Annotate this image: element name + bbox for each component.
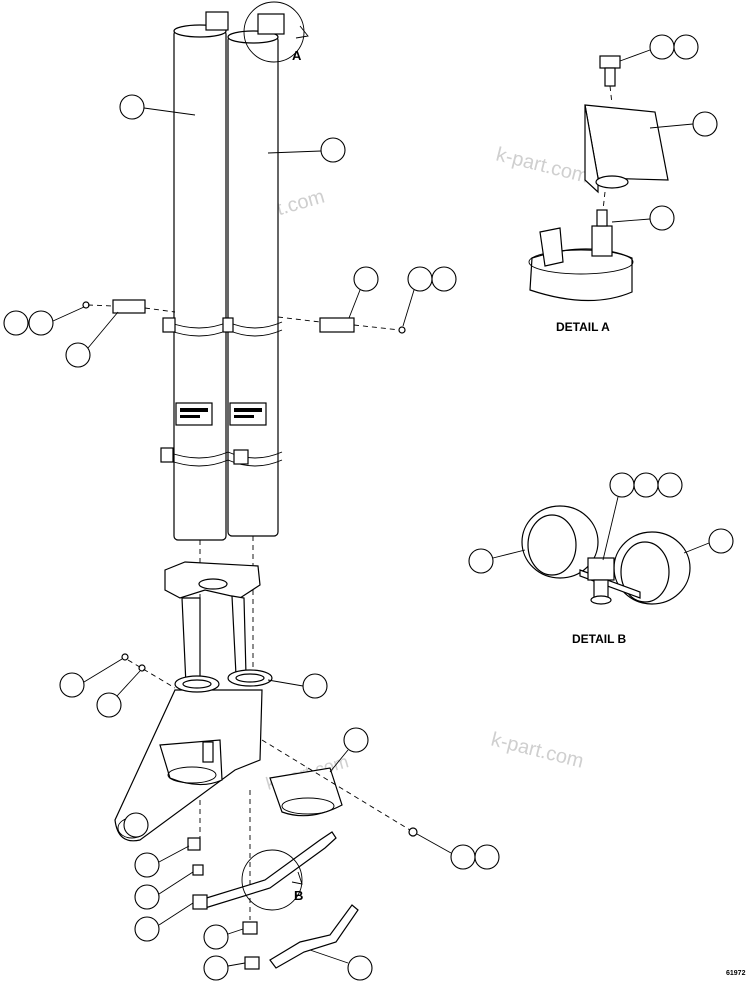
left-bracket-part xyxy=(82,299,176,314)
right-tube xyxy=(227,13,285,537)
watermark: k-part.com xyxy=(489,729,586,773)
left-cradle xyxy=(159,739,223,786)
detail-a-title: DETAIL A xyxy=(556,320,610,334)
hose-assembly xyxy=(187,831,359,970)
view-a-indicator: A xyxy=(243,1,309,63)
right-bracket-part xyxy=(277,316,406,334)
callout-balloons xyxy=(3,34,734,981)
upper-clamp-band xyxy=(162,317,283,337)
watermark: k-part.com xyxy=(494,144,591,188)
lower-clamp-band xyxy=(160,447,283,467)
detail-a: DETAIL A xyxy=(528,55,669,334)
view-a-label: A xyxy=(292,48,302,63)
figure-number: 61972 xyxy=(726,970,746,977)
right-cradle xyxy=(269,767,343,817)
detail-b: DETAIL B xyxy=(521,505,691,646)
upper-support-bracket xyxy=(164,561,261,686)
view-b-indicator: B xyxy=(241,849,303,911)
left-tube xyxy=(173,11,229,541)
detail-b-title: DETAIL B xyxy=(572,632,627,646)
view-b-label: B xyxy=(294,888,303,903)
